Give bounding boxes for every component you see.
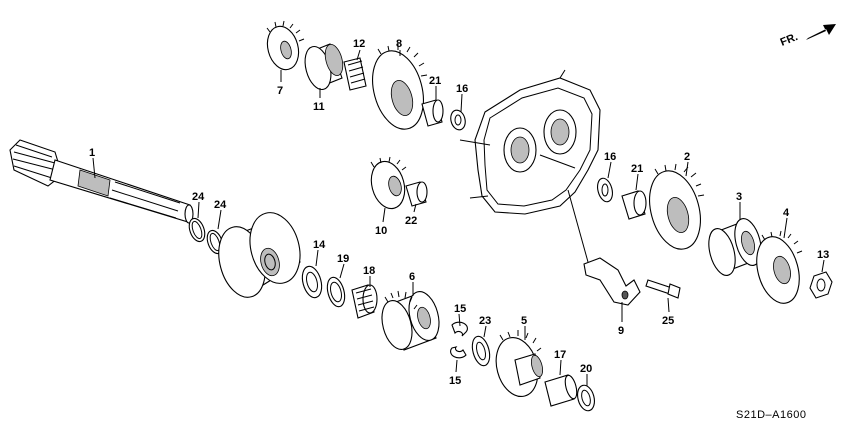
callout-7[interactable]: 7 xyxy=(277,85,283,97)
callout-16a[interactable]: 16 xyxy=(456,83,468,95)
callout-18[interactable]: 18 xyxy=(363,265,375,277)
leader-lines xyxy=(92,49,825,386)
callout-4[interactable]: 4 xyxy=(783,207,790,219)
callout-15a[interactable]: 15 xyxy=(454,303,466,315)
synchro-hub-11[interactable] xyxy=(301,42,346,92)
needle-bearing-21a[interactable] xyxy=(421,99,444,127)
callout-8[interactable]: 8 xyxy=(396,38,402,50)
shift-fork-9[interactable] xyxy=(567,189,641,306)
gear-10[interactable] xyxy=(366,156,409,212)
callout-15b[interactable]: 15 xyxy=(449,375,461,387)
thrust-washer-16a[interactable] xyxy=(449,109,468,132)
cotter-15a[interactable] xyxy=(451,321,468,337)
callout-16b[interactable]: 16 xyxy=(604,151,616,163)
front-direction-label: FR. xyxy=(779,31,800,49)
callout-21b[interactable]: 21 xyxy=(631,163,643,175)
transmission-housing xyxy=(459,69,601,215)
synchro-sleeve-3[interactable] xyxy=(704,216,766,279)
front-direction-indicator: FR. xyxy=(779,24,836,49)
flange-bolt-25[interactable] xyxy=(645,279,681,299)
thrust-washer-19[interactable] xyxy=(324,275,347,308)
diagram-code: S21D–A1600 xyxy=(736,409,806,421)
callout-19[interactable]: 19 xyxy=(337,253,349,265)
gear-2[interactable] xyxy=(641,163,708,255)
callout-25[interactable]: 25 xyxy=(662,315,674,327)
mainshaft[interactable] xyxy=(9,139,194,224)
callout-11[interactable]: 11 xyxy=(313,101,325,113)
callout-24a[interactable]: 24 xyxy=(192,191,205,203)
thrust-washer-16b[interactable] xyxy=(595,177,615,204)
needle-bearing-20[interactable] xyxy=(575,383,597,412)
callout-3[interactable]: 3 xyxy=(736,191,742,203)
callout-2[interactable]: 2 xyxy=(684,151,690,163)
needle-bearing-12[interactable] xyxy=(343,57,367,91)
front-arrow-icon xyxy=(806,24,836,40)
gear-6[interactable] xyxy=(377,288,444,353)
gear-8[interactable] xyxy=(364,44,431,135)
callout-20[interactable]: 20 xyxy=(580,363,592,375)
callout-13[interactable]: 13 xyxy=(817,249,829,261)
gear-7[interactable] xyxy=(263,20,305,73)
callout-22[interactable]: 22 xyxy=(405,215,417,227)
callout-21a[interactable]: 21 xyxy=(429,75,441,87)
locknut-13[interactable] xyxy=(809,271,833,299)
callout-1[interactable]: 1 xyxy=(89,147,95,159)
callout-12[interactable]: 12 xyxy=(353,38,365,50)
gear-5[interactable] xyxy=(490,330,545,401)
thrust-washer-23[interactable] xyxy=(469,334,492,367)
callout-14[interactable]: 14 xyxy=(313,239,326,251)
callout-6[interactable]: 6 xyxy=(409,271,415,283)
cotter-15b[interactable] xyxy=(450,346,467,359)
needle-bearing-21b[interactable] xyxy=(621,190,647,220)
needle-bearing-18[interactable] xyxy=(351,284,378,319)
callout-9[interactable]: 9 xyxy=(618,325,624,337)
callout-5[interactable]: 5 xyxy=(521,315,527,327)
distance-collar-17[interactable] xyxy=(544,374,579,407)
callout-24b[interactable]: 24 xyxy=(214,199,227,211)
gear-4[interactable] xyxy=(750,230,806,308)
callout-10[interactable]: 10 xyxy=(375,225,387,237)
snap-ring-24a[interactable] xyxy=(186,216,207,243)
callout-labels: 1 2 3 4 5 6 7 8 9 10 11 12 13 14 15 15 1… xyxy=(89,38,829,387)
clutch-drum[interactable] xyxy=(211,207,307,302)
needle-bearing-22[interactable] xyxy=(405,181,428,207)
thrust-washer-14[interactable] xyxy=(299,264,325,300)
callout-17[interactable]: 17 xyxy=(554,349,566,361)
callout-23[interactable]: 23 xyxy=(479,315,491,327)
